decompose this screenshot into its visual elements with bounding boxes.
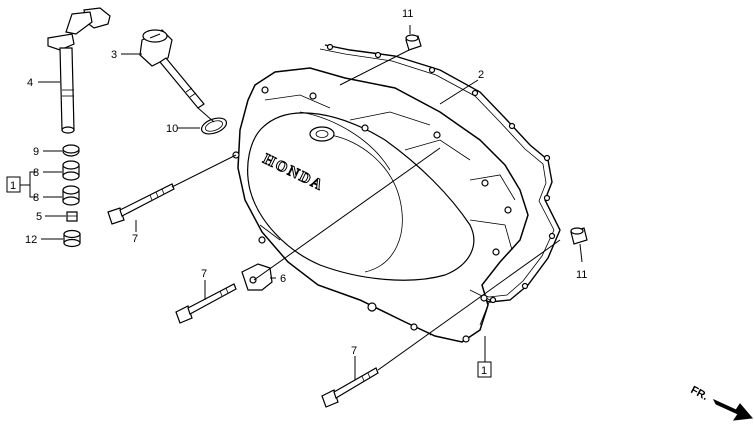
oil-seal-lower bbox=[62, 185, 80, 206]
kick-shaft bbox=[47, 7, 111, 134]
label-oil-seal-lower: 8 bbox=[33, 192, 39, 204]
left-crankcase-cover: HONDA bbox=[232, 67, 529, 343]
assembly-lines bbox=[171, 49, 561, 371]
label-small-bolt: 5 bbox=[36, 211, 42, 223]
dowel-pin-top bbox=[405, 25, 422, 51]
o-ring bbox=[200, 117, 228, 135]
seal-washer bbox=[62, 144, 80, 157]
label-oil-seal-upper: 8 bbox=[33, 167, 39, 179]
oil-filler-cap bbox=[139, 29, 205, 109]
front-direction-label: FR. bbox=[689, 384, 710, 403]
svg-text:1: 1 bbox=[10, 180, 16, 192]
svg-text:1: 1 bbox=[481, 365, 487, 377]
label-bolt-bottom: 7 bbox=[351, 345, 357, 357]
label-o-ring: 10 bbox=[166, 123, 178, 135]
cap-nut bbox=[63, 229, 81, 248]
part-labels: 11 2 3 4 10 9 8 8 5 12 7 7 6 7 11 bbox=[25, 8, 587, 357]
label-oil-filler-cap: 3 bbox=[111, 49, 117, 61]
label-dowel-pin-right: 11 bbox=[576, 269, 587, 281]
label-seal-washer: 9 bbox=[33, 146, 39, 158]
flange-bolt-left bbox=[107, 183, 175, 225]
label-gasket: 2 bbox=[478, 69, 484, 81]
front-direction-arrow: FR. bbox=[689, 384, 753, 421]
flange-bolt-bottom bbox=[321, 367, 379, 408]
oil-seal-upper bbox=[62, 160, 80, 181]
cable-clamp bbox=[241, 263, 273, 291]
leader-lines bbox=[20, 53, 486, 380]
callout-box-left: 1 bbox=[6, 176, 21, 193]
callout-box-bottom: 1 bbox=[477, 361, 492, 378]
gasket-bolt-holes bbox=[326, 43, 556, 304]
flange-bolt-middle bbox=[175, 283, 237, 324]
label-bolt-middle: 7 bbox=[201, 268, 207, 280]
dowel-pin-right bbox=[570, 227, 588, 263]
small-bolt bbox=[66, 211, 78, 222]
label-bolt-left: 7 bbox=[132, 233, 138, 245]
label-kick-shaft: 4 bbox=[27, 77, 33, 89]
label-cap-nut: 12 bbox=[25, 234, 37, 246]
label-dowel-pin-top: 11 bbox=[402, 8, 413, 20]
label-clamp: 6 bbox=[280, 273, 286, 285]
